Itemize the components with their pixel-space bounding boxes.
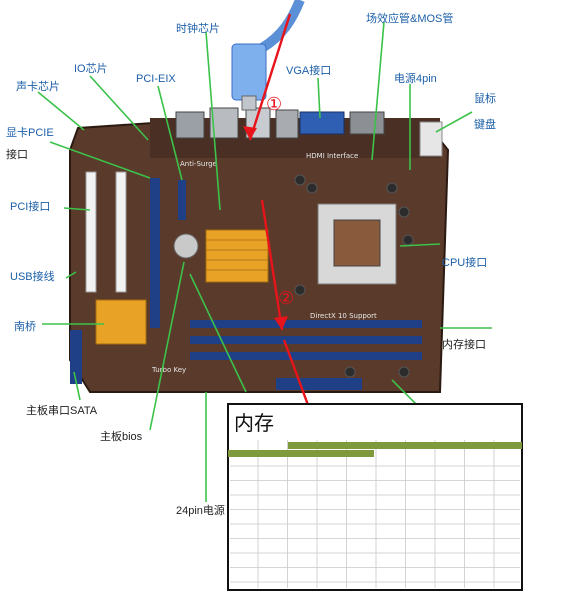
label-usb: USB接线 [10,269,55,283]
memory-grid [230,440,520,588]
board-text-anti-surge: Anti-Surge [180,160,217,168]
memory-slot [190,320,422,328]
label-bios: 主板bios [100,429,143,443]
board-text-directx: DirectX 10 Support [310,312,377,320]
arrow-head [274,316,288,330]
label-memory-slot: 内存接口 [442,337,486,351]
label-serial-sata: 主板串口SATA [26,403,98,417]
label-pci: PCI接口 [10,200,50,213]
rear-port [349,111,385,135]
rear-port [175,111,205,139]
board-text-hdmi: HDMI Interface [306,152,358,160]
motherboard: Anti-Surge HDMI Interface DirectX 10 Sup… [69,107,450,393]
memory-bar-low [228,450,374,457]
step-marker-1: ① [266,94,282,115]
label-power-4pin: 电源4pin [394,71,437,85]
label-cpu: CPU接口 [442,256,487,269]
memory-panel-title: 内存 [234,411,274,435]
label-clock-chip: 时钟芯片 [176,21,220,35]
label-keyboard: 键盘 [474,117,496,131]
arrow-segment [260,199,284,331]
pci-slot [115,171,127,293]
label-power-24pin: 24pin电源 [176,503,225,517]
label-pci-eix: PCI-EIX [136,73,176,85]
northbridge-heatsink [205,229,269,283]
memory-panel: 内存 [227,403,523,591]
cmos-battery [173,233,199,259]
label-pcie: 显卡PCIE [6,126,54,139]
leader-lines [37,21,492,502]
memory-slot [190,352,422,360]
pci-slot [85,171,97,293]
southbridge-heatsink [95,299,147,345]
label-io-chip: IO芯片 [74,61,108,75]
memory-panel-frame [227,403,523,591]
label-mouse: 鼠标 [474,91,496,105]
label-southbridge: 南桥 [14,320,36,333]
memory-slot [190,336,422,344]
pcie-x1-slot [178,180,186,220]
label-sound-chip: 声卡芯片 [16,79,60,93]
usb-port [275,109,299,139]
label-vga: VGA接口 [286,64,331,77]
label-pcie-interface: 接口 [6,148,28,161]
board-text-turbo: Turbo Key [151,366,186,374]
rj45-plug [231,43,267,101]
component-labels: 时钟芯片 场效应管&MOS管 IO芯片 VGA接口 声卡芯片 PCI-EIX 电… [6,11,496,517]
arrow-segment [248,13,292,141]
arrow-head [243,126,257,140]
ide-connector [276,378,362,390]
sata-ports [70,330,82,384]
vga-port [299,111,345,135]
ps2-port [419,121,443,157]
pcie-x16-slot [150,178,160,328]
step-marker-2: ② [278,288,294,309]
memory-bar-high [288,442,522,449]
label-mos: 场效应管&MOS管 [366,11,453,25]
